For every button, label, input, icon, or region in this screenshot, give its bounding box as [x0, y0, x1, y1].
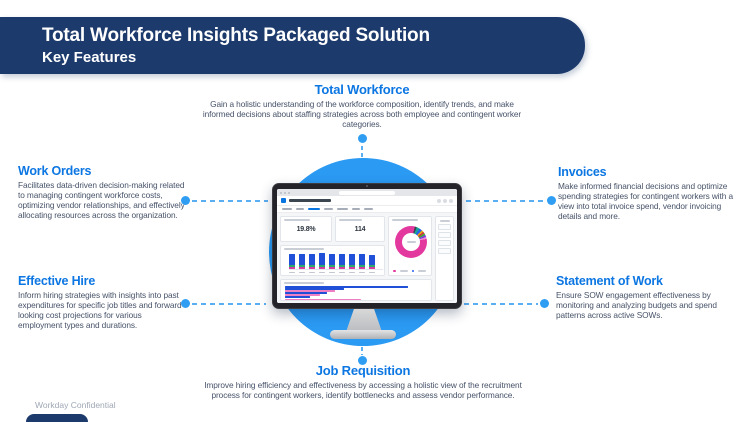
donut-card — [388, 216, 432, 276]
filter-sidebar — [435, 216, 454, 301]
header-banner: Total Workforce Insights Packaged Soluti… — [0, 17, 585, 74]
tab-item — [364, 208, 373, 210]
tab-item — [352, 208, 360, 210]
text-placeholder — [418, 270, 426, 272]
column-chart-bars — [289, 253, 383, 270]
feature-body: Inform hiring strategies with insights i… — [18, 290, 185, 330]
metric-card-1: 19.8% — [280, 216, 332, 242]
tab-item — [296, 208, 304, 210]
connector-line-bottom — [361, 347, 363, 355]
tab-bar — [277, 206, 457, 213]
monitor-stand-neck — [346, 309, 382, 332]
feature-title: Effective Hire — [18, 274, 96, 288]
text-placeholder — [339, 219, 363, 221]
filter-field — [438, 248, 451, 254]
feature-job-requisition: Job Requisition Improve hiring efficienc… — [195, 363, 531, 401]
feature-body: Facilitates data-driven decision-making … — [18, 180, 185, 220]
filter-field — [438, 224, 451, 230]
text-placeholder — [392, 219, 418, 221]
legend-dot-pink — [393, 269, 396, 272]
legend-dot-blue — [411, 269, 414, 272]
text-placeholder — [284, 219, 311, 221]
feature-statement-of-work: Statement of Work Ensure SOW engagement … — [556, 274, 732, 321]
banner-title: Total Workforce Insights Packaged Soluti… — [42, 25, 430, 46]
connector-dot-statement-of-work — [540, 299, 549, 308]
monitor-camera-dot — [366, 185, 368, 187]
feature-body: Ensure SOW engagement effectiveness by m… — [556, 290, 717, 320]
feature-total-workforce: Total Workforce Gain a holistic understa… — [182, 82, 542, 130]
feature-title: Invoices — [558, 165, 607, 179]
feature-title: Work Orders — [18, 164, 92, 178]
donut-center-label-placeholder — [406, 241, 416, 243]
connector-line-invoices — [466, 200, 545, 202]
tab-item — [282, 208, 292, 210]
monitor-screen: 19.8% 114 — [277, 189, 457, 303]
tab-item — [337, 208, 348, 210]
feature-work-orders: Work Orders Facilitates data-driven deci… — [18, 164, 190, 221]
text-placeholder — [284, 248, 324, 250]
corner-accent-shape — [26, 414, 88, 422]
monitor-stand-base — [330, 330, 396, 339]
connector-line-effective-hire — [192, 303, 266, 305]
feature-body: Make informed financial decisions and op… — [558, 181, 733, 221]
window-controls — [280, 191, 290, 194]
footer-label: Workday Confidential — [35, 400, 116, 410]
avatar-icons — [437, 198, 453, 203]
filter-field — [438, 232, 451, 238]
feature-title: Job Requisition — [315, 363, 411, 378]
column-chart-card — [280, 245, 385, 276]
feature-invoices: Invoices Make informed financial decisio… — [558, 165, 734, 222]
connector-dot-invoices — [547, 196, 556, 205]
metric-value: 114 — [354, 226, 366, 233]
tab-item-active — [308, 208, 320, 210]
app-logo — [281, 198, 286, 203]
feature-body: Gain a holistic understanding of the wor… — [202, 99, 522, 129]
feature-title: Statement of Work — [556, 274, 663, 288]
text-placeholder — [284, 282, 324, 284]
feature-body: Improve hiring efficiency and effectiven… — [204, 380, 522, 400]
donut-legend — [393, 269, 426, 272]
banner-subtitle: Key Features — [42, 49, 137, 66]
tab-item — [324, 208, 333, 210]
metric-value: 19.8% — [296, 226, 316, 233]
connector-dot-top — [358, 134, 367, 143]
text-placeholder — [399, 270, 408, 272]
donut-hole — [402, 233, 420, 251]
donut-chart — [395, 226, 427, 258]
dashboard-content: 19.8% 114 — [277, 213, 457, 303]
hbar-chart-card — [280, 279, 432, 301]
column-axis-labels — [289, 271, 375, 273]
connector-line-work-orders — [192, 200, 268, 202]
connector-dot-effective-hire — [181, 299, 190, 308]
connector-line-statement-of-work — [464, 303, 538, 305]
metric-card-2: 114 — [335, 216, 385, 242]
connector-dot-work-orders — [181, 196, 190, 205]
feature-title: Total Workforce — [314, 82, 410, 97]
filter-field — [438, 240, 451, 246]
connector-line-top — [361, 146, 363, 159]
hbar-chart-rows — [285, 286, 425, 301]
text-placeholder — [439, 220, 450, 222]
browser-url-pill — [339, 191, 395, 195]
browser-bar — [277, 189, 457, 196]
feature-effective-hire: Effective Hire Inform hiring strategies … — [18, 274, 188, 331]
app-header — [277, 196, 457, 206]
app-title-placeholder — [289, 199, 331, 202]
connector-dot-bottom — [358, 356, 367, 365]
